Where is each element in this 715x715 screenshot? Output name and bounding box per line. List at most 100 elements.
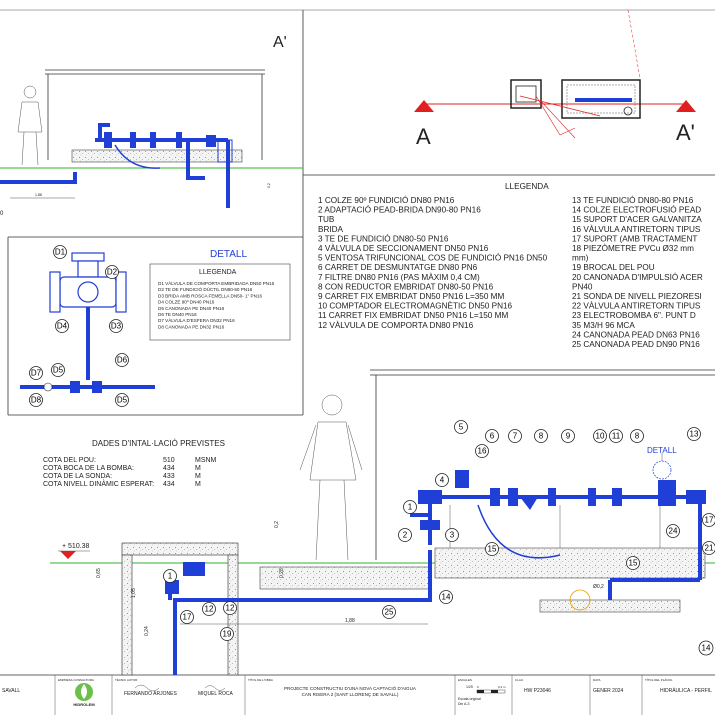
callout-label: 8 <box>539 432 544 441</box>
callout-circle <box>626 556 640 570</box>
detall-legend-item: D5 CANONADA PE DN40 PN16 <box>158 306 225 311</box>
title-block: SAVALL EMPRESA CONSULTORA HIDROLEM TÈCNI… <box>2 675 712 715</box>
detall-tag: DETALL <box>647 446 677 455</box>
callout-label: 16 <box>478 447 487 456</box>
callout-circle <box>220 627 234 641</box>
detall-legend-item: D1 VÀLVULA DE COMPORTA EMBRIDADA DN50 PN… <box>158 280 275 286</box>
callout-circle <box>666 524 680 538</box>
callout-label: 10 <box>596 432 605 441</box>
legend-item: 14 COLZE ELECTROFUSIÓ PEAD <box>572 205 701 215</box>
detall-marker-circle <box>55 319 69 333</box>
detall-marker-circle <box>105 265 119 279</box>
callout-label: 17 <box>705 516 714 525</box>
legend-item: 23 ELECTROBOMBA 6". PUNT D <box>572 311 696 320</box>
tb-scale-ratio: 1/25 <box>466 685 473 689</box>
callout-circle <box>698 640 714 656</box>
legend-item: 5 VENTOSA TRIFUNCIONAL COS DE FUNDICIÓ P… <box>318 253 548 263</box>
callout-circle <box>202 602 216 616</box>
install-value: 433 <box>163 473 175 480</box>
detall-marker-label: D2 <box>107 268 118 277</box>
detall-marker-circle <box>115 393 129 407</box>
legend-item: 12 VÀLVULA DE COMPORTA DN80 PN16 <box>318 320 474 330</box>
tb-consultant: HIDROLEM <box>73 702 95 707</box>
detall-marker-label: D3 <box>111 322 122 331</box>
legend-item: mm) <box>572 254 589 263</box>
dim-02b: Ø0,2 <box>593 584 604 590</box>
callout-circle <box>435 473 449 487</box>
legend-item: TUB <box>318 215 335 224</box>
callout-circle <box>223 601 237 615</box>
callout-label: 1 <box>408 503 413 512</box>
dim-024: 0,24 <box>144 626 150 636</box>
callout-circle <box>475 444 489 458</box>
frame-lines <box>0 9 715 676</box>
legend-item: 6 CARRET DE DESMUNTATGE DN80 PN6 <box>318 263 478 272</box>
install-unit: M <box>195 465 201 472</box>
detall-legend-item: D6 TE DN40 PN16 <box>158 312 197 317</box>
detall-legend-item: D7 VÀLVULA D'ESFERA DN32 PN16 <box>158 317 235 323</box>
section-label-a-prime: A' <box>676 120 695 145</box>
legend-item: 9 CARRET FIX EMBRIDAT DN50 PN16 L=350 MM <box>318 292 505 301</box>
tb-scale-label: ESCALES <box>458 678 472 682</box>
legend-item: 17 SUPORT (AMB TRACTAMENT <box>572 234 697 243</box>
dim-188: 1,88 <box>345 618 355 624</box>
section-label-a-prime-top: A' <box>273 34 287 51</box>
tb-code-label: CLAU <box>515 678 523 682</box>
callout-label: 24 <box>669 527 678 536</box>
callout-circle <box>485 429 499 443</box>
tb-author2: MIQUEL ROCA <box>198 691 233 697</box>
callout-label: 7 <box>513 432 518 441</box>
dim-02: 0,2 <box>274 521 280 528</box>
legend-item: BRIDA <box>318 225 344 234</box>
legend-item: 35 M3/H 96 MCA <box>572 321 635 330</box>
legend-item: 3 TE DE FUNDICIÓ DN80-50 PN16 <box>318 233 449 243</box>
detall-legend-box <box>149 263 291 341</box>
worker-figure <box>299 394 363 561</box>
tb-date-label: DATA <box>593 678 601 682</box>
callout-label: 21 <box>705 544 714 553</box>
tb-consultant-label: EMPRESA CONSULTORA <box>58 678 94 682</box>
install-label: COTA NIVELL DINÀMIC ESPERAT: <box>43 479 154 488</box>
detall-marker-circle <box>109 319 123 333</box>
callout-label: 8 <box>635 432 640 441</box>
install-title: DADES D'INTAL·LACIÓ PREVISTES <box>92 439 225 448</box>
tb-scale-note2: Din A-3 <box>458 702 470 706</box>
legend-item: 4 VÀLVULA DE SECCIONAMENT DN50 PN16 <box>318 243 489 253</box>
detall-marker-label: D1 <box>55 248 66 257</box>
callout-circle <box>687 427 701 441</box>
callout-label: 25 <box>385 608 394 617</box>
tb-plan-label: TÍTOL DEL PLÀNOL <box>645 678 673 682</box>
tb-scale-note1: Escala original <box>458 697 481 701</box>
section-arrow-a-prime-icon <box>676 100 696 112</box>
legend-item: 25 CANONADA PEAD DN90 PN16 <box>572 340 700 349</box>
callout-label: 2 <box>403 531 408 540</box>
callout-circle <box>180 610 194 624</box>
detall-marker-circle <box>29 393 43 407</box>
install-unit: MSNM <box>195 457 217 464</box>
detall-marker-label: D4 <box>57 322 68 331</box>
detall-marker-label: D6 <box>117 356 128 365</box>
top-dim-188: 1,88 <box>35 193 42 197</box>
tb-date: GENER 2024 <box>593 688 624 694</box>
detall-marker-label: D7 <box>31 369 42 378</box>
callout-label: 14 <box>702 644 711 653</box>
install-unit: M <box>195 473 201 480</box>
tb-plan: HIDRÀULICA - PERFIL <box>660 687 712 694</box>
callout-circle <box>163 569 177 583</box>
callout-label: 15 <box>488 545 497 554</box>
callout-circle <box>403 500 417 514</box>
legend: LLEGENDA 1 COLZE 90º FUNDICIÓ DN80 PN162… <box>318 182 703 349</box>
legend-item: 18 PIEZÒMETRE PVCu Ø32 mm <box>572 243 694 253</box>
callout-circle <box>534 429 548 443</box>
tb-project-label: TÍTOL DE L'OBRA <box>248 678 273 682</box>
callout-label: 12 <box>226 604 235 613</box>
callout-circle <box>702 513 715 527</box>
callout-label: 12 <box>205 605 214 614</box>
callout-circle <box>508 429 522 443</box>
legend-item: 1 COLZE 90º FUNDICIÓ DN80 PN16 <box>318 195 455 205</box>
install-data: DADES D'INTAL·LACIÓ PREVISTES COTA DEL P… <box>43 439 225 488</box>
signature-2-icon <box>204 685 226 691</box>
level-marker: + 510.38 <box>62 543 90 550</box>
legend-item: 2 ADAPTACIÓ PEAD-BRIDA DN90-80 PN16 <box>318 205 481 215</box>
callout-circle <box>593 429 607 443</box>
